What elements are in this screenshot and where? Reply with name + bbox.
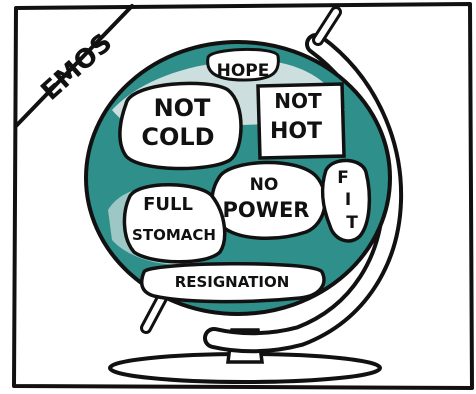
resignation-label: RESIGNATION bbox=[175, 273, 290, 291]
hope-label: HOPE bbox=[217, 61, 270, 81]
not-hot-label-line1: NOT bbox=[274, 89, 322, 113]
fit-letter-t: T bbox=[346, 213, 358, 233]
not-hot-label-line2: HOT bbox=[270, 119, 322, 144]
full-stomach-label-line1: FULL bbox=[143, 194, 193, 215]
no-power-label-line1: NO bbox=[250, 175, 279, 195]
not-cold-label-line1: NOT bbox=[154, 94, 211, 122]
no-power-label-line2: POWER bbox=[223, 198, 310, 222]
fit-letter-i: I bbox=[345, 190, 351, 210]
corner-label: EMOS bbox=[36, 28, 119, 107]
not-cold-label-line2: COLD bbox=[141, 123, 214, 151]
fit-letter-f: F bbox=[337, 168, 349, 188]
full-stomach-label-line2: STOMACH bbox=[132, 226, 216, 244]
